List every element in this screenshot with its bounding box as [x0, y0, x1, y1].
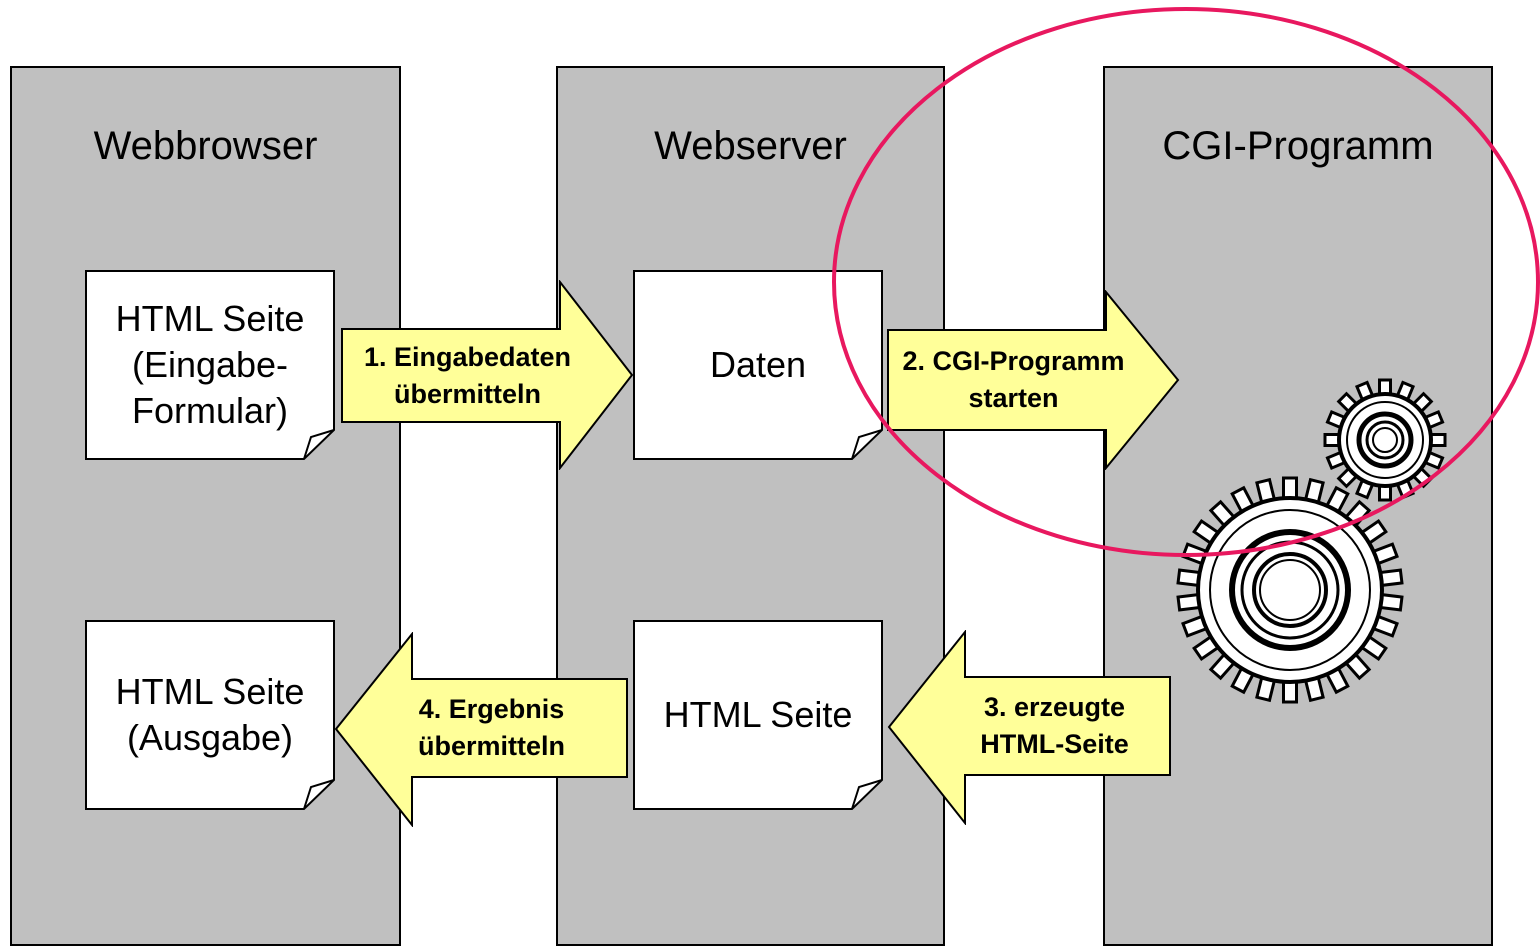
- document-output-page: HTML Seite (Ausgabe): [85, 620, 335, 810]
- column-title-webserver: Webserver: [654, 124, 847, 168]
- document-data-label: Daten: [709, 344, 807, 385]
- document-input-page: HTML Seite (Eingabe- Formular): [85, 270, 335, 460]
- arrow-step2-label: 2. CGI-Programm starten: [902, 346, 1125, 413]
- column-title-cgi-programm: CGI-Programm: [1162, 124, 1434, 168]
- arrow-step3-label: 3. erzeugte HTML-Seite: [980, 692, 1129, 759]
- document-input-page-label: HTML Seite (Eingabe- Formular): [115, 298, 305, 431]
- highlight-ellipse: [832, 7, 1540, 557]
- document-html-page: HTML Seite: [633, 620, 883, 810]
- arrow-step4-label: 4. Ergebnis übermitteln: [417, 694, 565, 761]
- column-title-webbrowser: Webbrowser: [93, 124, 318, 168]
- document-data: Daten: [633, 270, 883, 460]
- gears-icon: [832, 7, 1540, 704]
- arrow-step1-label: 1. Eingabedaten übermitteln: [363, 341, 572, 409]
- document-output-page-label: HTML Seite (Ausgabe): [115, 671, 305, 758]
- document-html-page-label: HTML Seite: [663, 694, 853, 735]
